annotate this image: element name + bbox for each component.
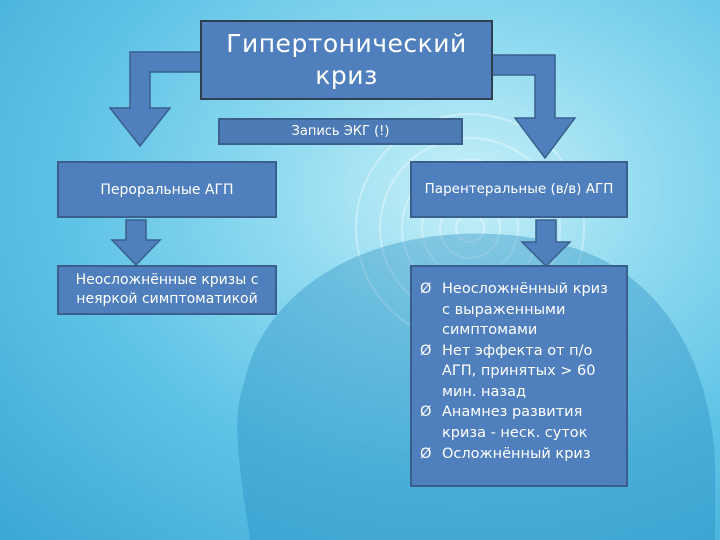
oral-agents-node: Пероральные АГП	[57, 161, 277, 218]
ecg-note-node: Запись ЭКГ (!)	[218, 118, 463, 145]
arrow-root-to-parenteral	[491, 54, 577, 160]
arrow-root-to-oral	[108, 51, 202, 148]
oral-agents-label: Пероральные АГП	[100, 181, 234, 198]
arrow-oral-to-uncomplicated	[110, 219, 162, 267]
criteria-item: Ø Анамнез развития криза - неск. суток	[420, 402, 620, 443]
arrow-bullet-icon: Ø	[420, 404, 432, 421]
criteria-item: Ø Осложнённый криз	[420, 444, 620, 465]
criteria-item-text: Нет эффекта от п/о АГП, принятых > 60 ми…	[442, 342, 596, 400]
arrow-parenteral-to-criteria	[520, 219, 572, 268]
parenteral-agents-node: Парентеральные (в/в) АГП	[410, 161, 628, 218]
arrow-bullet-icon: Ø	[420, 342, 432, 359]
root-node-label: Гипертонический криз	[226, 28, 467, 91]
criteria-item: Ø Нет эффекта от п/о АГП, принятых > 60 …	[420, 341, 620, 403]
ecg-note-label: Запись ЭКГ (!)	[291, 124, 390, 139]
criteria-item-text: Анамнез развития криза - неск. суток	[442, 404, 588, 442]
criteria-item: Ø Неосложнённый криз с выраженными симпт…	[420, 279, 620, 341]
criteria-item-text: Неосложнённый криз с выраженными симптом…	[442, 281, 608, 339]
arrow-bullet-icon: Ø	[420, 281, 432, 297]
uncomplicated-crisis-label: Неосложнённые кризы с неяркой симптомати…	[75, 272, 259, 307]
criteria-item-text: Осложнённый криз	[442, 445, 591, 462]
uncomplicated-crisis-node: Неосложнённые кризы с неяркой симптомати…	[57, 265, 277, 315]
arrow-bullet-icon: Ø	[420, 445, 432, 462]
parenteral-criteria-node: Ø Неосложнённый криз с выраженными симпт…	[410, 265, 628, 487]
parenteral-agents-label: Парентеральные (в/в) АГП	[424, 180, 614, 197]
criteria-list: Ø Неосложнённый криз с выраженными симпт…	[420, 279, 620, 464]
root-node: Гипертонический криз	[200, 20, 493, 100]
